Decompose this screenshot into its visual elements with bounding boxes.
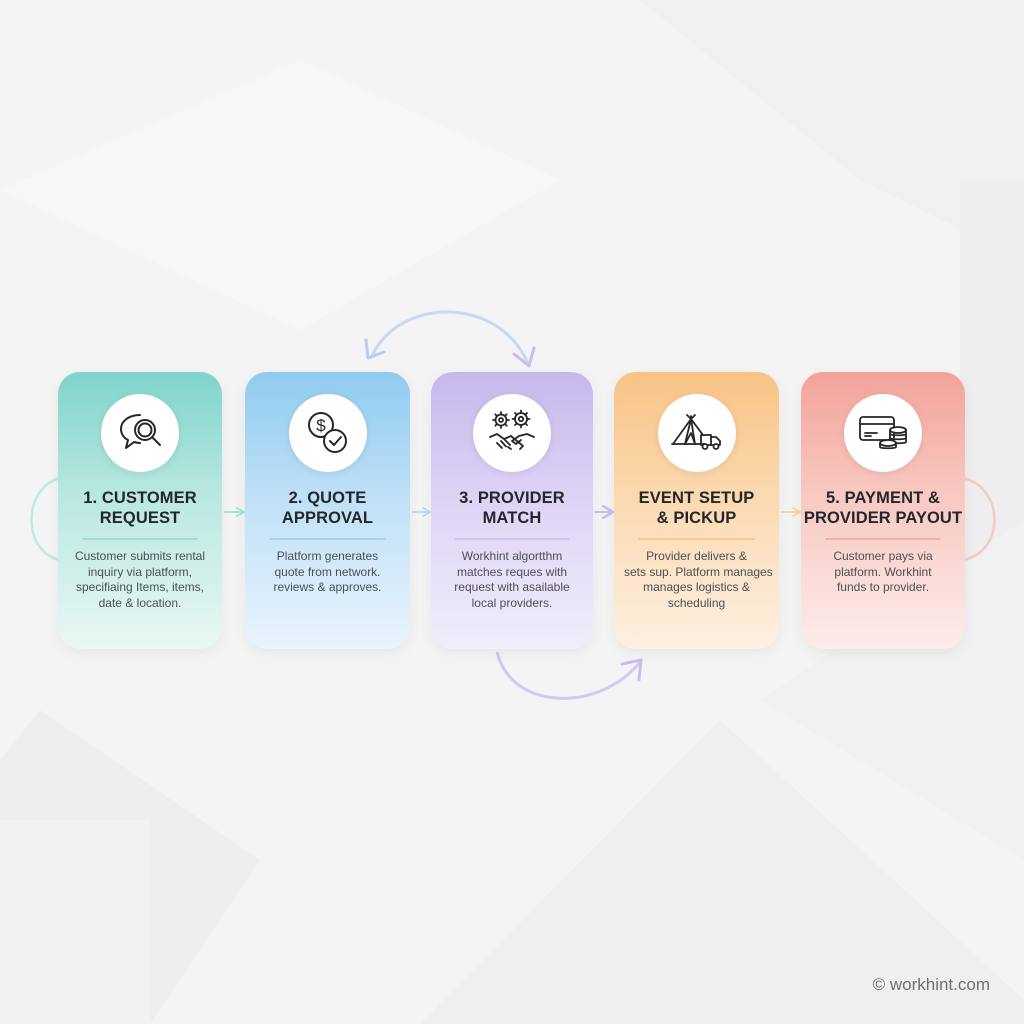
desc-line: Platform generates [276, 549, 379, 563]
title-line: 2. QUOTE [288, 489, 367, 507]
step-description: Customer submits rental inquiry via plat… [68, 549, 212, 611]
desc-line: inquiry via platform, [87, 564, 193, 579]
title-line: EVENT SETUP [638, 489, 755, 507]
title-line: MATCH [482, 509, 542, 527]
top-arc-arrow-right [512, 346, 536, 368]
step-card-payment-payout: 5. PAYMENT & PROVIDER PAYOUT Customer pa… [801, 372, 965, 649]
tent-truck-icon [670, 414, 721, 450]
divider [825, 538, 941, 540]
step-title: 1. CUSTOMER REQUEST [58, 488, 222, 528]
desc-line: specifiaing Items, items, [75, 580, 205, 594]
divider [455, 538, 569, 540]
desc-line: Customer submits rental [74, 549, 206, 563]
card-coins-icon [859, 416, 907, 450]
gears-handshake-icon [489, 409, 535, 450]
title-line: 1. CUSTOMER [83, 489, 197, 507]
title-line: REQUEST [99, 509, 181, 527]
icon-badge [844, 394, 922, 472]
step-description: Customer pays via platform. Workhint fun… [811, 549, 955, 596]
desc-line: sets sup. Platform manages [624, 564, 773, 579]
desc-line: matches reques with [456, 564, 568, 579]
step-card-quote-approval: $ 2. QUOTE APPROVAL Platform generates q… [245, 372, 410, 649]
desc-line: platform. Workhint [834, 564, 932, 579]
loop-left-connector [30, 476, 61, 562]
title-line: PROVIDER PAYOUT [803, 509, 963, 527]
svg-text:$: $ [316, 416, 326, 435]
desc-line: request with asailable [454, 580, 570, 594]
step-description: Platform generates quote from network. r… [255, 549, 400, 596]
desc-line: scheduling [667, 595, 726, 610]
dollar-check-icon: $ [307, 412, 347, 453]
divider [269, 538, 386, 540]
step-card-event-setup: EVENT SETUP & PICKUP Provider delivers &… [614, 372, 779, 649]
title-line: 5. PAYMENT & [826, 489, 940, 507]
step-description: Provider delivers & sets sup. Platform m… [624, 549, 773, 611]
desc-line: Workhint algortthm [461, 549, 563, 563]
desc-line: local providers. [471, 595, 553, 610]
icon-badge: $ [288, 394, 367, 472]
divider [82, 538, 198, 540]
copyright-watermark: © workhint.com [872, 975, 990, 994]
icon-badge [473, 394, 551, 472]
step-title: EVENT SETUP & PICKUP [614, 488, 779, 528]
step-title: 5. PAYMENT & PROVIDER PAYOUT [801, 488, 965, 528]
step-card-customer-request: 1. CUSTOMER REQUEST Customer submits ren… [58, 372, 222, 649]
divider [638, 538, 755, 540]
desc-line: quote from network. [274, 564, 381, 579]
desc-line: date & location. [98, 595, 182, 610]
step-title: 2. QUOTE APPROVAL [245, 488, 410, 528]
loop-right-connector [962, 476, 996, 562]
title-line: & PICKUP [656, 509, 737, 527]
icon-badge [657, 394, 736, 472]
top-arc-arrow-left [364, 338, 386, 360]
desc-line: reviews & approves. [273, 580, 382, 594]
step-title: 3. PROVIDER MATCH [431, 488, 593, 528]
title-line: 3. PROVIDER [459, 489, 565, 507]
desc-line: funds to provider. [836, 580, 930, 594]
desc-line: manages logistics & [643, 580, 750, 594]
bottom-arc-arrow [620, 658, 643, 682]
chat-search-icon [120, 414, 161, 449]
step-card-provider-match: 3. PROVIDER MATCH Workhint algortthm mat… [431, 372, 593, 649]
desc-line: Provider delivers & [646, 549, 747, 563]
title-line: APPROVAL [281, 509, 374, 527]
top-arc-connector [370, 310, 530, 365]
bottom-arc-connector [495, 651, 642, 700]
desc-line: Customer pays via [833, 549, 933, 563]
step-description: Workhint algortthm matches reques with r… [441, 549, 583, 611]
icon-badge [101, 394, 179, 472]
